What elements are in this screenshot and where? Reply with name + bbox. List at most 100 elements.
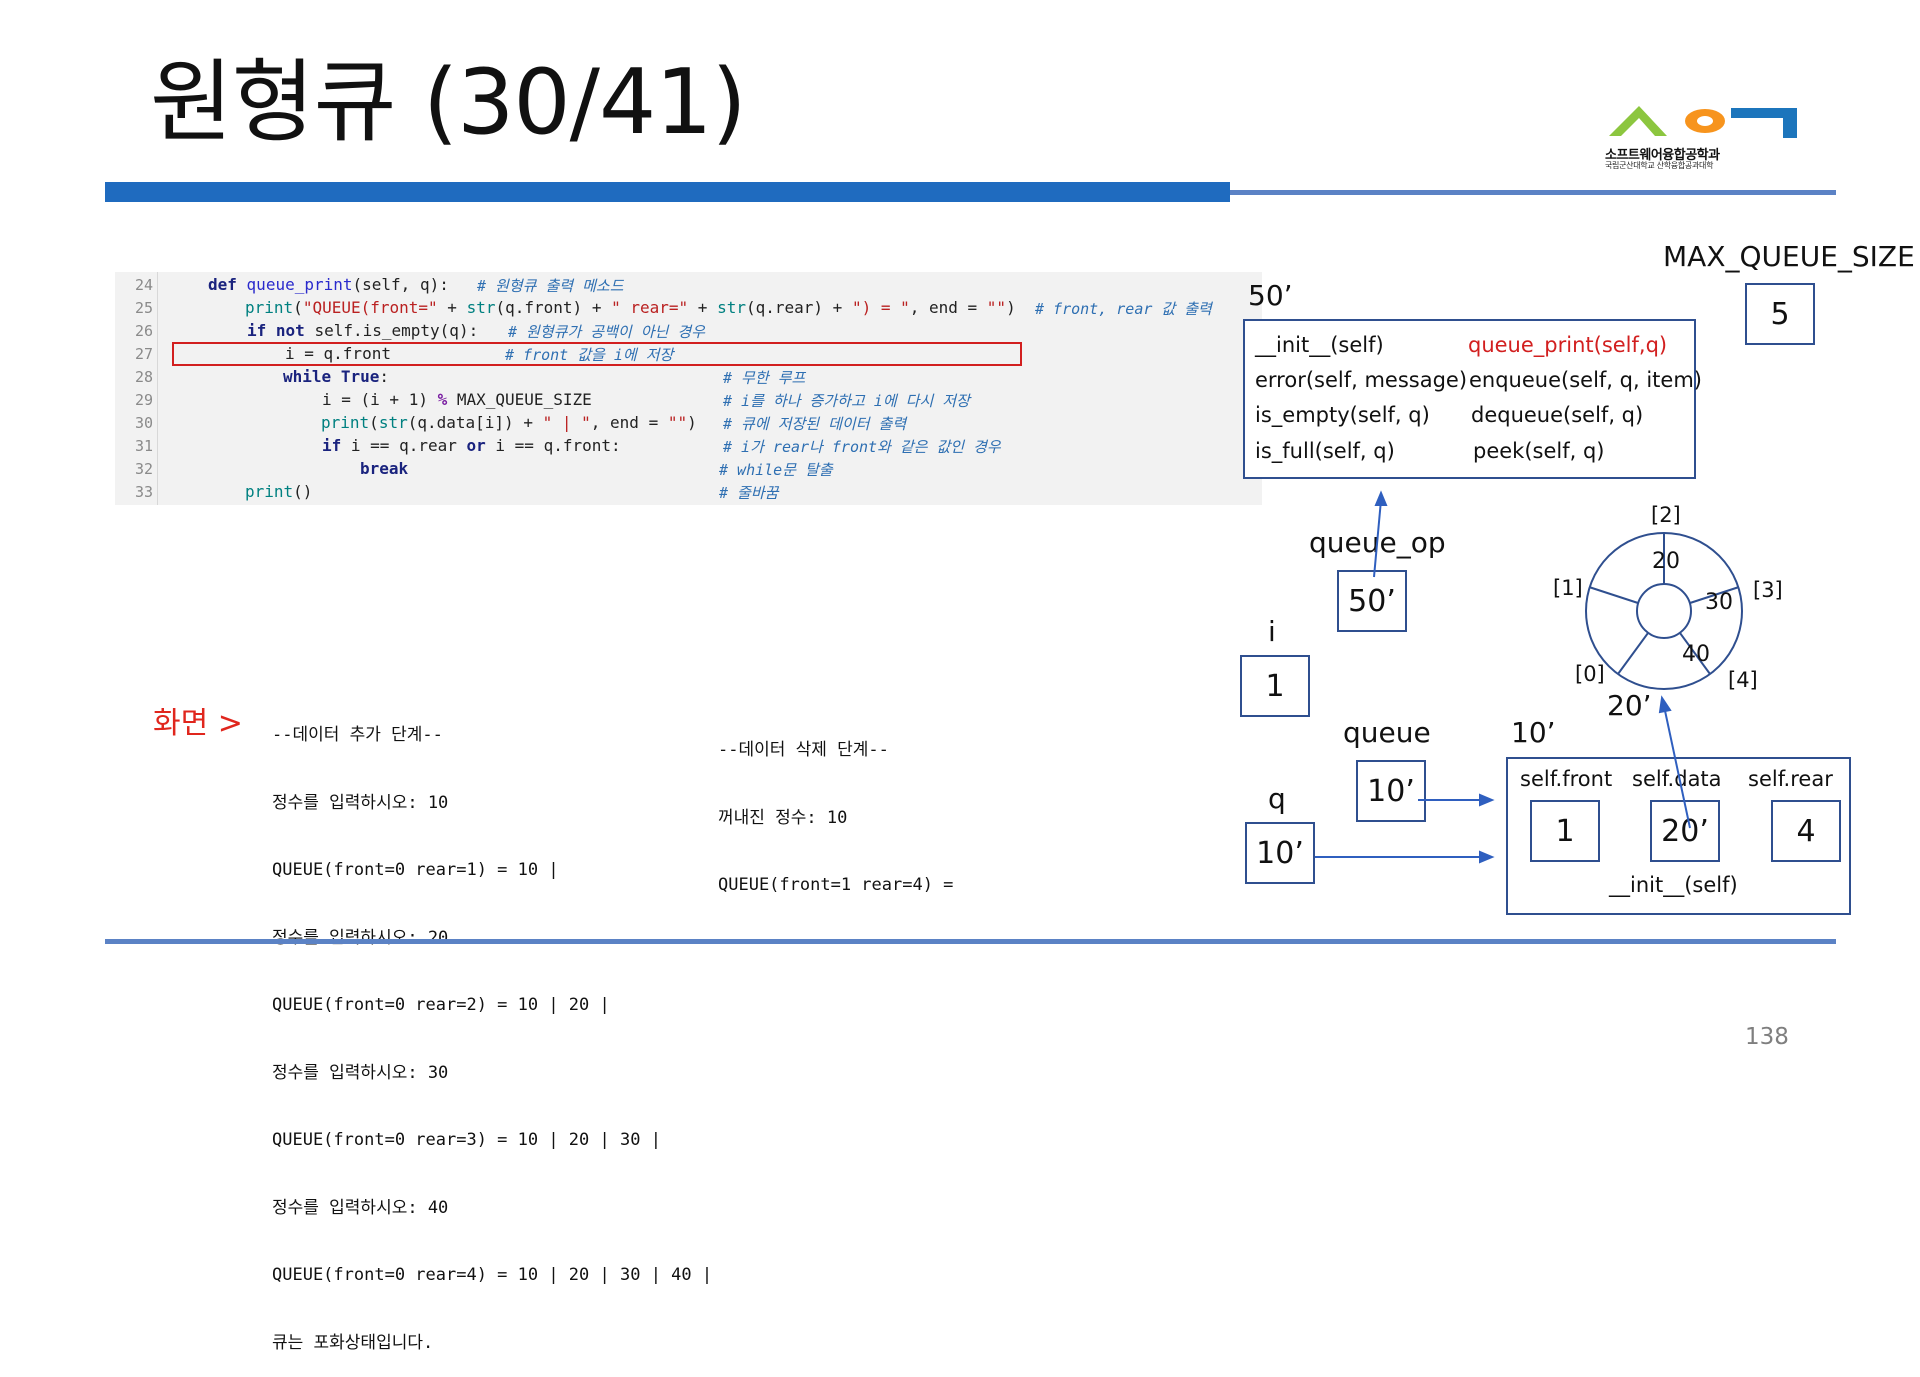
code-comment: # 원형큐 출력 메소드	[477, 277, 624, 295]
q-value: 10’	[1256, 835, 1304, 871]
line-number-gutter: 24 25 26 27 28 29 30 31 32 33	[115, 272, 158, 505]
code-comment: # i를 하나 증가하고 i에 다시 저장	[723, 392, 970, 410]
field-data-label: self.data	[1632, 767, 1722, 791]
rear-value: 4	[1796, 813, 1816, 849]
output-line: 꺼내진 정수: 10	[718, 807, 848, 828]
page-title: 원형큐 (30/41)	[150, 50, 747, 155]
title-rule-thin	[1230, 190, 1836, 195]
line-number: 27	[134, 345, 153, 363]
code-comment: # 무한 루프	[723, 369, 806, 387]
circular-queue-ring	[1585, 532, 1743, 690]
code-comment: # while문 탈출	[719, 461, 833, 479]
line-number: 24	[134, 276, 153, 294]
output-line: --데이터 추가 단계--	[272, 725, 443, 745]
method-enqueue: enqueue(self, q, item)	[1469, 368, 1702, 392]
code-comment: # front, rear 값 출력	[1035, 300, 1212, 318]
title-rule-thick	[105, 182, 1230, 202]
method-is-full: is_full(self, q)	[1255, 439, 1395, 463]
logo-dept-name: 소프트웨어융합공학과	[1605, 148, 1720, 163]
output-line: --데이터 삭제 단계--	[718, 740, 889, 760]
output-line: QUEUE(front=0 rear=1) = 10 |	[272, 860, 559, 880]
code-comment: # i가 rear나 front와 같은 값인 경우	[723, 438, 1001, 456]
i-value: 1	[1265, 668, 1285, 704]
field-front-label: self.front	[1520, 767, 1613, 791]
index-label: [2]	[1651, 503, 1681, 527]
queue-op-box: 50’	[1337, 570, 1407, 632]
cell-value: 30	[1705, 590, 1733, 615]
index-label: [1]	[1553, 576, 1583, 600]
pointer-arrows	[1315, 490, 1495, 864]
q-box: 10’	[1245, 822, 1315, 884]
i-box: 1	[1240, 655, 1310, 717]
code-line-33: print()	[245, 482, 313, 501]
q-label: q	[1268, 782, 1286, 815]
index-label: [4]	[1728, 668, 1758, 692]
code-line-31: if i == q.rear or i == q.front:	[322, 436, 621, 455]
code-line-27: i = q.front	[285, 344, 391, 363]
method-queue-print: queue_print(self,q)	[1468, 333, 1668, 357]
screen-label: 화면 >	[153, 706, 243, 741]
code-line-32: break	[360, 459, 409, 478]
queue-op-value: 50’	[1348, 583, 1396, 619]
code-line-25: print("QUEUE(front=" + str(q.front) + " …	[245, 298, 1016, 317]
code-comment: # front 값을 i에 저장	[505, 346, 674, 364]
class-methods-panel: __init__(self) queue_print(self,q) error…	[1243, 319, 1702, 479]
method-is-empty: is_empty(self, q)	[1255, 403, 1430, 427]
code-line-26: if not self.is_empty(q):	[247, 321, 479, 340]
output-line: QUEUE(front=1 rear=4) =	[718, 875, 954, 895]
logo-college-name: 국립군산대학교 산학융합공과대학	[1605, 161, 1714, 170]
max-queue-size-value: 5	[1770, 296, 1790, 332]
object-init-label: __init__(self)	[1609, 873, 1738, 897]
front-value: 1	[1555, 813, 1575, 849]
line-number: 25	[134, 299, 153, 317]
max-queue-size-label: MAX_QUEUE_SIZE	[1663, 240, 1915, 273]
department-logo: 소프트웨어융합공학과 국립군산대학교 산학융합공과대학	[1605, 98, 1805, 170]
data-box: 20’	[1650, 800, 1720, 862]
output-line: 큐는 포화상태입니다.	[272, 1332, 434, 1353]
code-comment: # 큐에 저장된 데이터 출력	[723, 415, 907, 433]
page-number: 138	[1745, 1024, 1789, 1050]
output-line: QUEUE(front=0 rear=4) = 10 | 20 | 30 | 4…	[272, 1265, 713, 1285]
code-line-30: print(str(q.data[i]) + " | ", end = "")	[321, 413, 697, 432]
i-label: i	[1268, 615, 1276, 648]
code-line-29: i = (i + 1) % MAX_QUEUE_SIZE	[322, 390, 592, 409]
logo-mark-icon	[1609, 106, 1797, 138]
method-peek: peek(self, q)	[1473, 439, 1605, 463]
line-number: 26	[134, 322, 153, 340]
code-panel: 24 25 26 27 28 29 30 31 32 33 def queue_…	[115, 272, 1262, 505]
line-number: 31	[134, 437, 153, 455]
queue-value: 10’	[1367, 773, 1415, 809]
object-address: 10’	[1511, 716, 1556, 749]
diagram-graphics	[1315, 490, 1743, 864]
data-array-address: 20’	[1607, 689, 1652, 722]
output-line: QUEUE(front=0 rear=3) = 10 | 20 | 30 |	[272, 1130, 661, 1150]
data-value: 20’	[1661, 813, 1709, 849]
output-line: 정수를 입력하시오: 30	[272, 1062, 449, 1083]
index-label: [0]	[1575, 662, 1605, 686]
output-line: QUEUE(front=0 rear=2) = 10 | 20 |	[272, 995, 610, 1015]
data-pointer-arrow	[1658, 695, 1691, 829]
method-dequeue: dequeue(self, q)	[1471, 403, 1644, 427]
method-error: error(self, message)	[1255, 368, 1468, 392]
queue-label: queue	[1343, 716, 1431, 749]
front-box: 1	[1530, 800, 1600, 862]
line-number: 33	[134, 483, 153, 501]
queue-object-panel: self.front self.data self.rear 1 20’ 4 _…	[1506, 757, 1851, 915]
footer-rule	[105, 939, 1836, 944]
rear-box: 4	[1771, 800, 1841, 862]
highlight-box	[172, 342, 1022, 366]
output-delete-stage: --데이터 삭제 단계-- 꺼내진 정수: 10 QUEUE(front=1 r…	[718, 694, 953, 919]
output-line: 정수를 입력하시오: 40	[272, 1197, 449, 1218]
line-number: 32	[134, 460, 153, 478]
code-line-28: while True:	[283, 367, 389, 386]
cell-value: 20	[1652, 549, 1680, 574]
code-comment: # 원형큐가 공백이 아닌 경우	[508, 323, 705, 341]
cell-value: 40	[1682, 642, 1710, 667]
field-rear-label: self.rear	[1748, 767, 1833, 791]
line-number: 29	[134, 391, 153, 409]
code-line-24: def queue_print(self, q):	[208, 275, 449, 294]
class-address: 50’	[1248, 279, 1293, 312]
line-number: 30	[134, 414, 153, 432]
index-label: [3]	[1753, 578, 1783, 602]
method-init: __init__(self)	[1255, 333, 1384, 357]
